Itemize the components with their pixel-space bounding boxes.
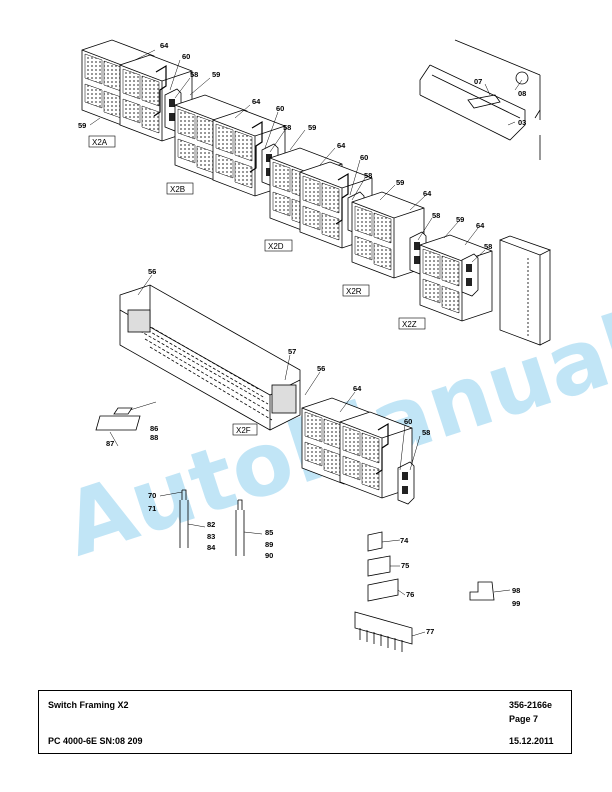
callout-88: 88 [150, 433, 158, 442]
group-label-x2z: X2Z [398, 317, 426, 330]
callout-87: 87 [106, 439, 114, 448]
callout-71: 71 [148, 504, 156, 513]
group-label-x2f: X2F [232, 423, 258, 436]
callout-64-x2f: 64 [353, 384, 362, 393]
callout-84: 84 [207, 543, 216, 552]
document-number: 356-2166e [509, 700, 553, 710]
callout-07: 07 [474, 77, 482, 86]
svg-text:X2B: X2B [170, 185, 185, 194]
callout-64-x2a: 64 [160, 41, 169, 50]
title-block: Switch Framing X2 356-2166e Page 7 PC 40… [38, 690, 572, 754]
group-label-x2a: X2A [88, 135, 116, 148]
callout-59-x2a: 59 [78, 121, 86, 130]
callout-89: 89 [265, 540, 273, 549]
callout-86: 86 [150, 424, 158, 433]
callout-74: 74 [400, 536, 409, 545]
callout-56-left: 56 [148, 267, 156, 276]
model-serial: PC 4000-6E SN:08 209 [48, 736, 143, 746]
callout-57: 57 [288, 347, 296, 356]
long-terminal-strip [119, 284, 301, 431]
callout-82: 82 [207, 520, 215, 529]
din-rail-with-bolt [419, 39, 541, 160]
callout-60-x2b: 60 [276, 104, 284, 113]
callout-58-x2a: 58 [190, 70, 198, 79]
callout-75: 75 [401, 561, 409, 570]
callout-76: 76 [406, 590, 414, 599]
callout-03: 03 [518, 118, 526, 127]
end-cover [499, 235, 552, 346]
svg-text:X2A: X2A [92, 138, 108, 147]
callout-58-x2r: 58 [432, 211, 440, 220]
callout-64-x2d: 64 [337, 141, 346, 150]
group-label-x2b: X2B [166, 182, 194, 195]
callout-70: 70 [148, 491, 156, 500]
wire-b [235, 499, 245, 556]
callout-58-x2z: 58 [484, 242, 492, 251]
callout-85: 85 [265, 528, 273, 537]
callout-64-x2b: 64 [252, 97, 261, 106]
jumper-4pole [367, 578, 399, 602]
marker-labels [95, 407, 141, 431]
issue-date: 15.12.2011 [509, 736, 554, 746]
callout-99: 99 [512, 599, 520, 608]
callout-60-x2a: 60 [182, 52, 190, 61]
svg-text:X2F: X2F [236, 426, 251, 435]
callout-60-x2f: 60 [404, 417, 412, 426]
callout-64-x2z: 64 [476, 221, 485, 230]
leader-lines [89, 49, 523, 637]
terminal-assembly-x2b [174, 94, 286, 197]
jumper-2pole [367, 531, 383, 552]
group-label-x2r: X2R [342, 284, 370, 297]
callout-59-x2r: 59 [456, 215, 464, 224]
callout-64-x2r: 64 [423, 189, 432, 198]
terminal-assembly-x2z [419, 234, 493, 322]
jumper-10pole [354, 611, 413, 652]
terminal-assembly-x2r [351, 191, 427, 279]
callout-83: 83 [207, 532, 215, 541]
callout-90: 90 [265, 551, 273, 560]
page-number: Page 7 [509, 714, 539, 724]
callout-60-x2d: 60 [360, 153, 368, 162]
callout-59-x2d: 59 [396, 178, 404, 187]
callout-98: 98 [512, 586, 520, 595]
callout-77: 77 [426, 627, 434, 636]
callout-56-right: 56 [317, 364, 325, 373]
callout-59-x2b: 59 [308, 123, 316, 132]
group-label-x2d: X2D [264, 239, 293, 252]
end-bracket [469, 581, 495, 601]
svg-text:X2R: X2R [346, 287, 362, 296]
callout-58-x2f: 58 [422, 428, 430, 437]
svg-text:X2D: X2D [268, 242, 284, 251]
jumper-3pole [367, 555, 391, 577]
svg-text:X2Z: X2Z [402, 320, 417, 329]
callout-58-x2d: 58 [364, 171, 372, 180]
drawing-title: Switch Framing X2 [48, 700, 129, 710]
callout-08: 08 [518, 89, 526, 98]
callout-59-x2a-top: 59 [212, 70, 220, 79]
callout-58-x2b: 58 [283, 123, 291, 132]
